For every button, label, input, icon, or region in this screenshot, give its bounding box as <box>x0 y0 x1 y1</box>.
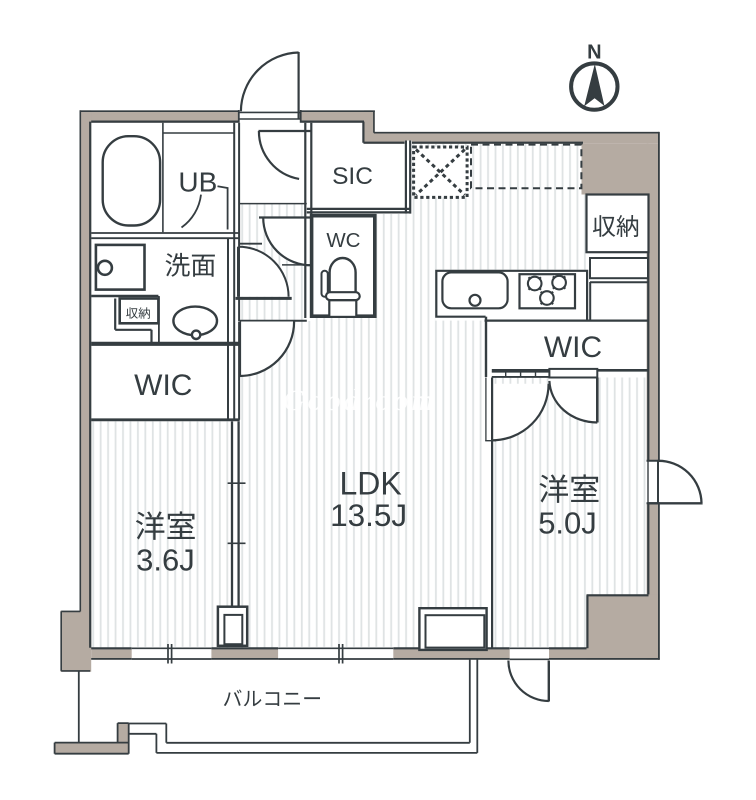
svg-text:13.5J: 13.5J <box>330 497 407 533</box>
svg-text:LDK: LDK <box>339 466 401 502</box>
svg-text:Goodroom: Goodroom <box>283 384 436 417</box>
svg-text:UB: UB <box>178 167 217 198</box>
svg-text:WIC: WIC <box>134 369 192 402</box>
svg-text:WIC: WIC <box>544 331 602 364</box>
svg-text:N: N <box>587 42 601 64</box>
svg-text:WC: WC <box>326 229 360 252</box>
svg-text:5.0J: 5.0J <box>538 506 597 541</box>
svg-text:3.6J: 3.6J <box>136 543 195 578</box>
svg-text:SIC: SIC <box>332 163 373 190</box>
